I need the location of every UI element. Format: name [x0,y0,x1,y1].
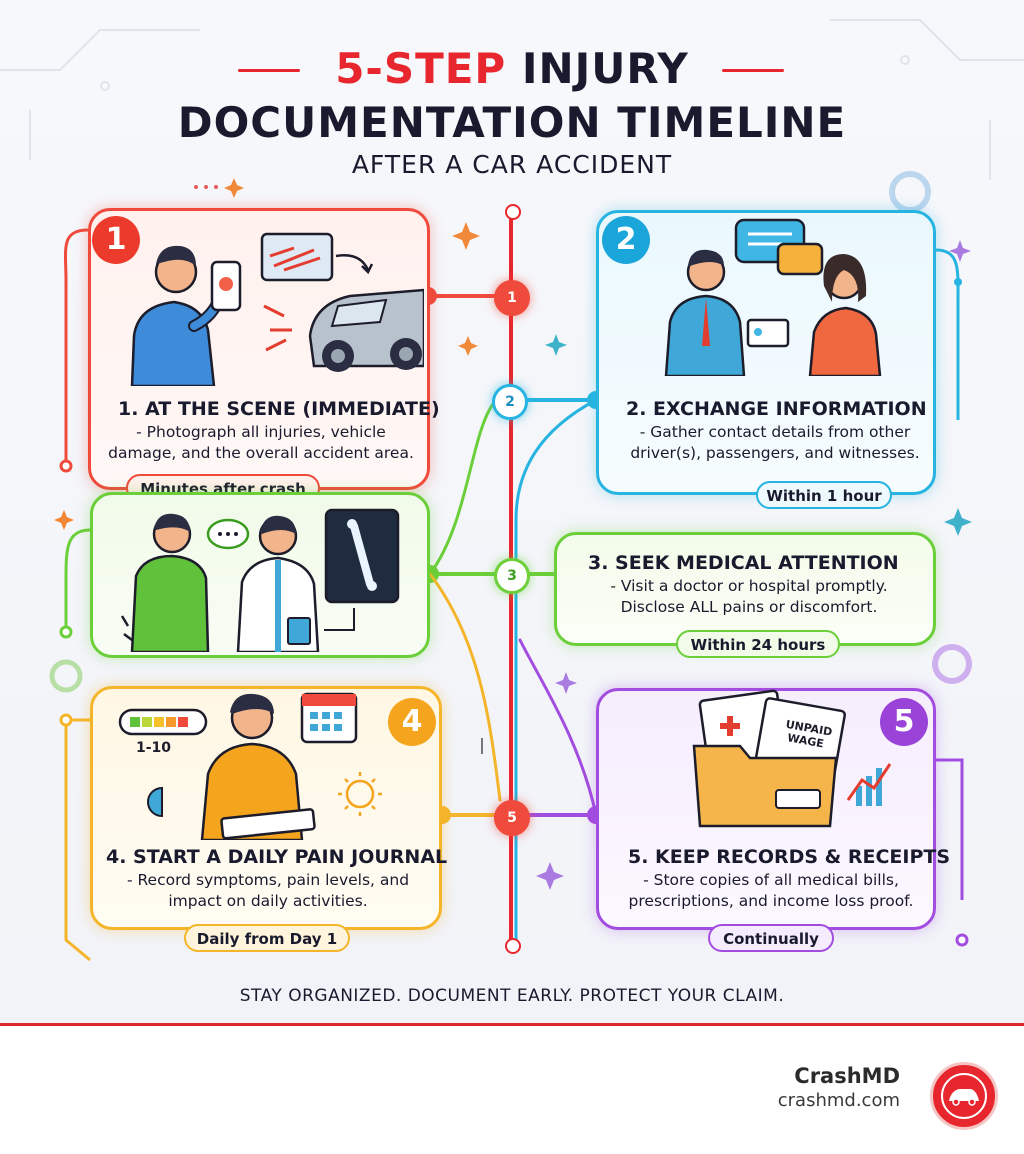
sun-icon [338,772,382,816]
exchange-illustration [664,218,882,376]
title-decor-left [238,69,300,72]
brand-name: CrashMD [794,1064,900,1088]
medical-illustration [120,508,400,652]
step-4-timing: Daily from Day 1 [184,924,350,952]
step-4-title: 4. START A DAILY PAIN JOURNAL [106,846,448,868]
timeline-node-1: 1 [494,280,530,316]
records-illustration: UNPAIDWAGE [692,689,892,828]
brand-url[interactable]: crashmd.com [777,1090,900,1111]
x-ray-icon [324,508,400,604]
car-icon [949,1089,979,1106]
page-title-line1: 5-STEP INJURY [335,44,689,93]
step-5-timing: Continually [708,924,834,952]
step-2-description: - Gather contact details from other driv… [630,423,920,462]
timeline-node-2: 2 [492,384,528,420]
step-3-card [554,532,936,646]
page-subtitle: AFTER A CAR ACCIDENT [351,150,673,179]
timeline-node-3: 3 [494,558,530,594]
step-1-description: - Photograph all injuries, vehicle damag… [108,423,414,462]
timeline-start-dot [505,204,521,220]
car-icon [308,288,424,372]
journal-illustration: 1-10 [118,692,382,840]
step-3-description: - Visit a doctor or hospital promptly. D… [610,577,888,616]
scene-illustration [130,232,424,386]
step-5-badge: 5 [880,698,928,746]
step-5-title: 5. KEEP RECORDS & RECEIPTS [628,846,951,868]
footer-tagline: STAY ORGANIZED. DOCUMENT EARLY. PROTECT … [239,986,785,1006]
step-4-badge: 4 [388,698,436,746]
step-2-badge: 2 [602,216,650,264]
step-2-title: 2. EXCHANGE INFORMATION [626,398,927,420]
step-4-description: - Record symptoms, pain levels, and impa… [126,871,410,910]
unpaid-wage-label: UNPAIDWAGE [782,718,833,752]
gear-icon [889,171,931,213]
calendar-icon [300,692,358,744]
speech-bubble-icon [734,218,824,276]
id-card-icon [746,318,790,348]
title-decor-right [722,69,784,72]
speech-bubble-icon [206,518,250,550]
pain-scale-label: 1-10 [136,740,171,756]
phone-camera-icon [210,260,242,312]
step-3-timing: Within 24 hours [676,630,840,658]
step-2-timing: Within 1 hour [756,481,892,509]
folder-icon [692,689,846,828]
page-title-line2: DOCUMENTATION TIMELINE [177,98,847,147]
timeline-end-dot [505,938,521,954]
step-5-description: - Store copies of all medical bills, pre… [628,871,914,910]
step-1-title: 1. AT THE SCENE (IMMEDIATE) [118,398,440,420]
step-3-title: 3. SEEK MEDICAL ATTENTION [588,552,899,574]
pain-scale-icon [118,708,208,736]
chart-icon [846,763,892,806]
step-1-badge: 1 [92,216,140,264]
logo-ring [941,1073,987,1119]
footer-divider [0,1023,1024,1026]
brand-block: CrashMD crashmd.com [778,1064,900,1111]
timeline-node-5: 5 [494,800,530,836]
brand-logo-icon [930,1062,998,1130]
